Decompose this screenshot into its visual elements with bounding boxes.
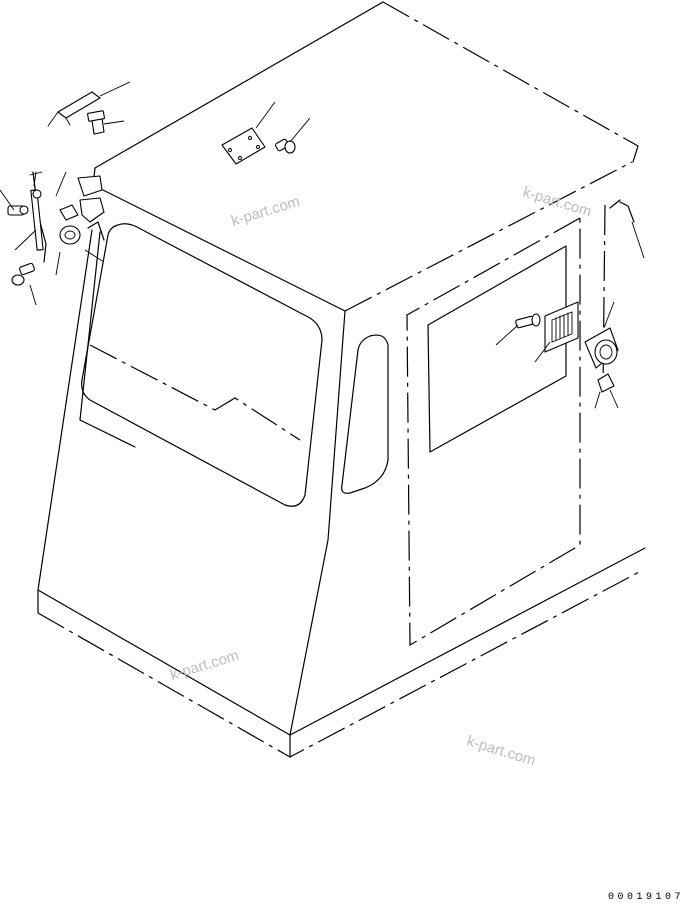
cab-body bbox=[37, 1, 646, 758]
roof-right-edge bbox=[632, 145, 639, 163]
roof-side-edge bbox=[344, 161, 633, 312]
watermark-text: k-part.com bbox=[465, 733, 538, 770]
roof-top-edge bbox=[382, 1, 639, 147]
wiper-motor bbox=[59, 225, 81, 245]
cover-bolt bbox=[274, 138, 296, 154]
bottom-front-edge bbox=[37, 547, 646, 736]
cover-plate bbox=[221, 127, 266, 165]
roof-rear-edge bbox=[92, 167, 346, 312]
wiper-bolt-lower bbox=[11, 262, 35, 286]
vent-bolt bbox=[515, 313, 541, 329]
roof-front-edge bbox=[94, 1, 384, 169]
leader-lines bbox=[0, 81, 645, 409]
windshield-inner bbox=[89, 344, 301, 441]
side-window bbox=[341, 334, 389, 494]
front-windshield bbox=[81, 223, 323, 507]
watermark-text: k-part.com bbox=[229, 193, 302, 230]
roof-cover-plate bbox=[221, 127, 296, 165]
wiper-bolt-upper bbox=[7, 205, 29, 216]
drawing-code: 00019107 bbox=[607, 892, 684, 903]
windshield-outer bbox=[81, 223, 323, 507]
corner-pillar bbox=[289, 310, 346, 736]
vent-grille-group bbox=[515, 301, 579, 353]
watermark-text: k-part.com bbox=[521, 184, 594, 221]
wiper-mount-bracket bbox=[77, 175, 103, 197]
front-inner-pillar bbox=[79, 231, 136, 448]
rear-right-top bbox=[609, 199, 621, 209]
door-outline bbox=[406, 216, 581, 647]
lock-clip bbox=[597, 373, 615, 393]
vent-grille bbox=[544, 301, 579, 353]
mirror-stay bbox=[619, 201, 635, 223]
watermark-text: k-part.com bbox=[168, 647, 241, 684]
door-lock-group bbox=[584, 201, 635, 409]
wiper-blade bbox=[30, 189, 44, 251]
door bbox=[406, 216, 581, 647]
wiper-cover-bracket bbox=[57, 91, 101, 119]
bottom-lower-edge bbox=[37, 569, 644, 758]
wiper-assembly bbox=[7, 91, 105, 286]
